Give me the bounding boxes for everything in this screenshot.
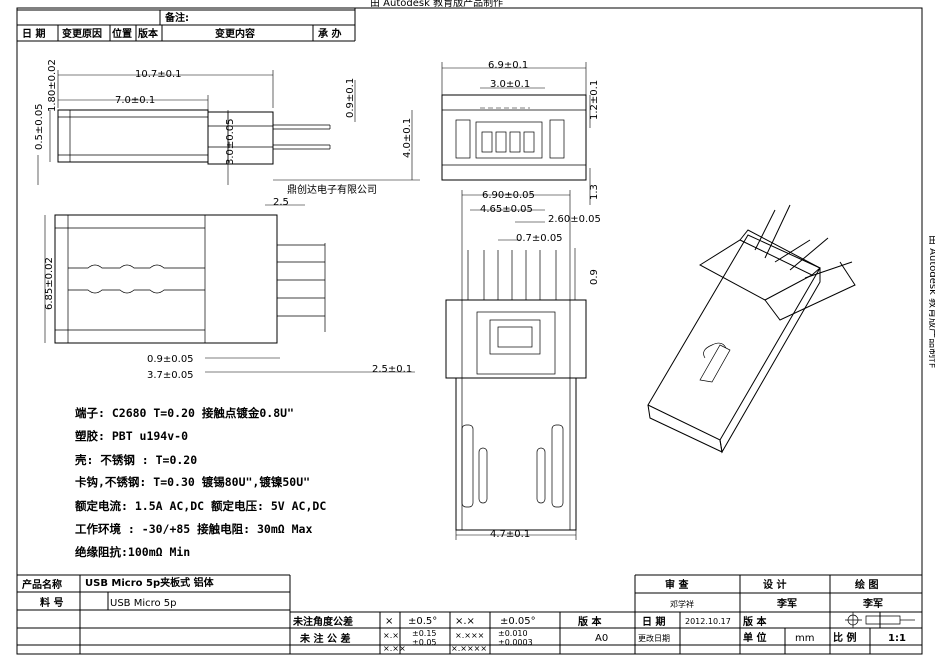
tol-4: ×.×××× bbox=[451, 644, 487, 653]
scale-value: 1:1 bbox=[888, 633, 906, 644]
change-date-label: 更改日期 bbox=[638, 633, 670, 643]
rev-col-version: 版本 bbox=[138, 27, 159, 40]
projection-symbol-icon bbox=[845, 612, 915, 628]
bottom-view: 6.90±0.05 4.65±0.05 2.60±0.05 0.7±0.05 0… bbox=[445, 190, 601, 540]
tol-xx: ×.× bbox=[455, 616, 475, 627]
revision-table: 备注: 日 期 变更原因 位置 版本 变更内容 承 办 bbox=[17, 8, 356, 42]
remark-label: 备注: bbox=[164, 11, 189, 24]
rev-col-date: 日 期 bbox=[22, 27, 45, 40]
tol-3: ×.××× bbox=[455, 631, 484, 640]
rev-col-handler: 承 办 bbox=[318, 27, 341, 40]
dim-6-90: 6.90±0.05 bbox=[482, 190, 535, 201]
review-label: 审 查 bbox=[665, 578, 689, 591]
dim-3-7: 3.7±0.05 bbox=[147, 370, 194, 381]
design-label: 设 计 bbox=[763, 578, 786, 591]
part-no: USB Micro 5p bbox=[110, 598, 177, 609]
dim-3-0: 3.0±0.05 bbox=[225, 118, 236, 165]
dim-1-2: 1.2±0.1 bbox=[589, 80, 600, 120]
unit-label: 单 位 bbox=[743, 631, 766, 644]
autodesk-banner-top: 由 Autodesk 教育版产品制作 bbox=[370, 0, 503, 9]
tol-1: ×.× bbox=[383, 631, 399, 640]
rev-col-reason: 变更原因 bbox=[62, 27, 102, 40]
dim-6-85: 6.85±0.02 bbox=[44, 257, 55, 310]
tol-3-val: ±0.010 bbox=[498, 629, 528, 638]
dim-0-7: 0.7±0.05 bbox=[516, 233, 563, 244]
dim-2-5-bottom: 2.5±0.1 bbox=[372, 364, 412, 375]
title-block: 产品名称 USB Micro 5p夹板式 铝体 料 号 USB Micro 5p… bbox=[17, 574, 922, 654]
dim-1-3: 1.3 bbox=[589, 184, 600, 200]
version-value: A0 bbox=[595, 633, 608, 644]
company-name: 鼎创达电子有限公司 bbox=[287, 183, 377, 196]
untol-label: 未 注 公 差 bbox=[299, 632, 350, 645]
dim-0-9-top: 0.9±0.05 bbox=[147, 354, 194, 365]
dim-6-9-front: 6.9±0.1 bbox=[488, 60, 528, 71]
dim-0-9-bottom: 0.9 bbox=[589, 269, 600, 285]
version-label: 版 本 bbox=[578, 615, 602, 628]
tol-angle: ±0.5° bbox=[408, 616, 437, 627]
version-label-2: 版 本 bbox=[743, 615, 767, 628]
dim-3-0-front: 3.0±0.1 bbox=[490, 79, 530, 90]
dim-4-0: 4.0±0.1 bbox=[402, 118, 413, 158]
date-value: 2012.10.17 bbox=[685, 617, 731, 626]
spec-note-plastic: 塑胶: PBT u194v-0 bbox=[75, 429, 188, 443]
spec-note-hook: 卡钩,不锈钢: T=0.30 镀锡80U",镀镍50U" bbox=[75, 475, 310, 489]
tol-x: × bbox=[385, 616, 393, 627]
dim-7-0: 7.0±0.1 bbox=[115, 95, 155, 106]
isometric-view bbox=[647, 204, 856, 454]
dim-0-5: 0.5±0.05 bbox=[34, 103, 45, 150]
product-name: USB Micro 5p夹板式 铝体 bbox=[85, 576, 215, 589]
unit-value: mm bbox=[795, 633, 814, 644]
dim-2-60: 2.60±0.05 bbox=[548, 214, 601, 225]
tol-1-val: ±0.15 bbox=[412, 629, 437, 638]
dim-2-5-top: 2.5 bbox=[273, 197, 289, 208]
side-view: 10.7±0.1 7.0±0.1 1.80±0.02 0.5±0.05 3.0±… bbox=[34, 59, 420, 185]
dim-4-7: 4.7±0.1 bbox=[490, 529, 530, 540]
dim-10-7: 10.7±0.1 bbox=[135, 69, 182, 80]
top-view: 2.5 6.85±0.02 0.9±0.05 3.7±0.05 2.5±0.1 bbox=[44, 197, 415, 381]
dim-0-9: 0.9±0.1 bbox=[345, 78, 356, 118]
rev-col-content: 变更内容 bbox=[215, 27, 255, 40]
dim-4-65: 4.65±0.05 bbox=[480, 204, 533, 215]
autodesk-banner-side: 由 Autodesk 教育版产品制作 bbox=[927, 235, 935, 368]
scale-label: 比 例 bbox=[833, 631, 856, 644]
drafter-name: 李军 bbox=[862, 597, 883, 610]
designer-name: 李军 bbox=[776, 597, 797, 610]
spec-note-rating: 额定电流: 1.5A AC,DC 额定电压: 5V AC,DC bbox=[75, 499, 326, 513]
drawing-border bbox=[16, 7, 923, 655]
part-no-label: 料 号 bbox=[40, 596, 63, 609]
product-name-label: 产品名称 bbox=[22, 578, 62, 591]
spec-note-insulation: 绝缘阻抗:100mΩ Min bbox=[75, 545, 190, 559]
tol-angle2: ±0.05° bbox=[500, 616, 536, 627]
date-label: 日 期 bbox=[642, 615, 665, 628]
tol-2: ×.×× bbox=[383, 644, 406, 653]
tol-4-val: ±0.0003 bbox=[498, 638, 533, 647]
dim-1-80: 1.80±0.02 bbox=[47, 59, 58, 112]
drawing-label: 绘 图 bbox=[855, 578, 878, 591]
spec-note-shell: 壳: 不锈钢 : T=0.20 bbox=[74, 453, 197, 467]
spec-note-environment: 工作环境 : -30/+85 接触电阻: 30mΩ Max bbox=[75, 522, 312, 536]
reviewer-name: 邓学祥 bbox=[670, 599, 694, 609]
spec-note-terminal: 端子: C2680 T=0.20 接触点镀金0.8U" bbox=[75, 406, 294, 420]
front-view: 6.9±0.1 3.0±0.1 1.2±0.1 1.3 bbox=[441, 60, 600, 205]
untol-angle-label: 未注角度公差 bbox=[292, 615, 353, 628]
tol-2-val: ±0.05 bbox=[412, 638, 437, 647]
rev-col-position: 位置 bbox=[112, 27, 132, 40]
spec-notes: 端子: C2680 T=0.20 接触点镀金0.8U" 塑胶: PBT u194… bbox=[74, 406, 326, 559]
